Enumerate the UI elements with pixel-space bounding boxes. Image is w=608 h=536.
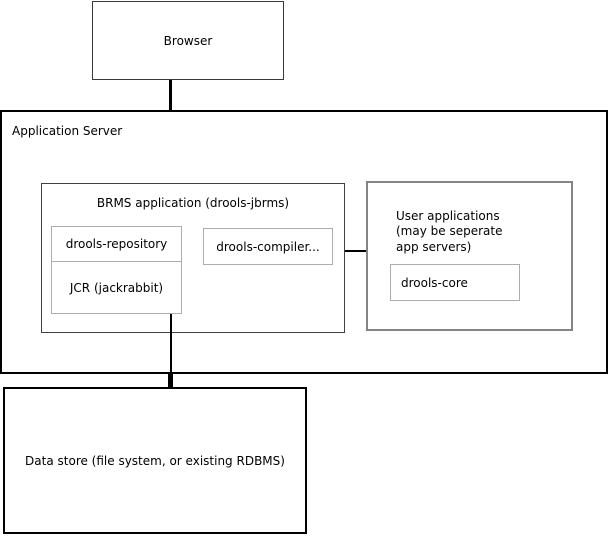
drools-repository-label: drools-repository	[65, 237, 168, 251]
jcr-jackrabbit-label: JCR (jackrabbit)	[69, 280, 164, 295]
brms-application-title: BRMS application (drools-jbrms)	[96, 196, 290, 210]
browser-box: Browser	[92, 1, 284, 80]
data-store-box: Data store (file system, or existing RDB…	[3, 387, 307, 534]
data-store-label: Data store (file system, or existing RDB…	[25, 453, 285, 468]
connector-brms-to-user-apps	[345, 250, 366, 252]
connector-browser-to-app-server	[169, 80, 172, 111]
jcr-jackrabbit-box: JCR (jackrabbit)	[51, 261, 182, 314]
drools-core-label: drools-core	[401, 275, 468, 290]
application-server-label: Application Server	[12, 124, 123, 138]
drools-compiler-box: drools-compiler...	[203, 228, 333, 265]
user-applications-box	[366, 181, 573, 331]
drools-compiler-label: drools-compiler...	[216, 239, 320, 254]
drools-core-box: drools-core	[390, 264, 520, 301]
drools-repository-box: drools-repository	[51, 226, 182, 262]
browser-label: Browser	[163, 33, 213, 48]
connector-jcr-to-data-store-thick-segment	[168, 373, 173, 388]
user-applications-line-2: (may be seperate	[396, 224, 503, 239]
user-applications-line-1: User applications	[396, 209, 500, 223]
user-applications-line-3: app servers)	[396, 239, 472, 254]
connector-jcr-to-data-store	[170, 314, 172, 373]
